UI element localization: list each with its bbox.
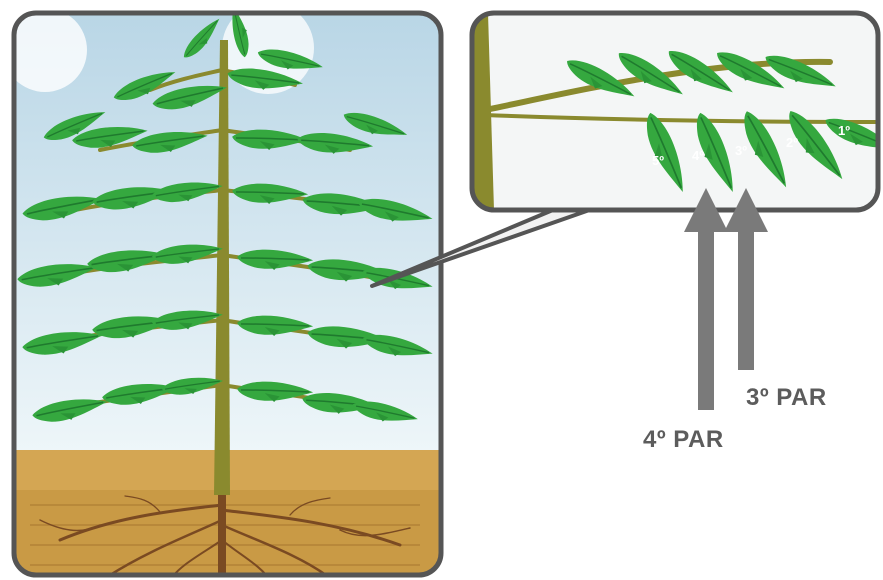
third-pair-label: 3º PAR: [746, 384, 827, 411]
leaf-pair-number-4: 4º: [692, 148, 704, 163]
leaf-pair-number-2: 2º: [786, 135, 798, 150]
zoom-panel: 5º 4º 3º 2º 1º: [468, 13, 883, 210]
fourth-pair-label: 4º PAR: [643, 426, 724, 453]
leaf-pair-number-5: 5º: [652, 153, 664, 168]
plant-panel: [3, 2, 441, 580]
leaf-pair-number-1: 1º: [838, 123, 850, 138]
leaf-pair-number-3: 3º: [735, 143, 747, 158]
arrow-third-pair: [724, 188, 768, 370]
arrow-fourth-pair: [684, 188, 728, 410]
